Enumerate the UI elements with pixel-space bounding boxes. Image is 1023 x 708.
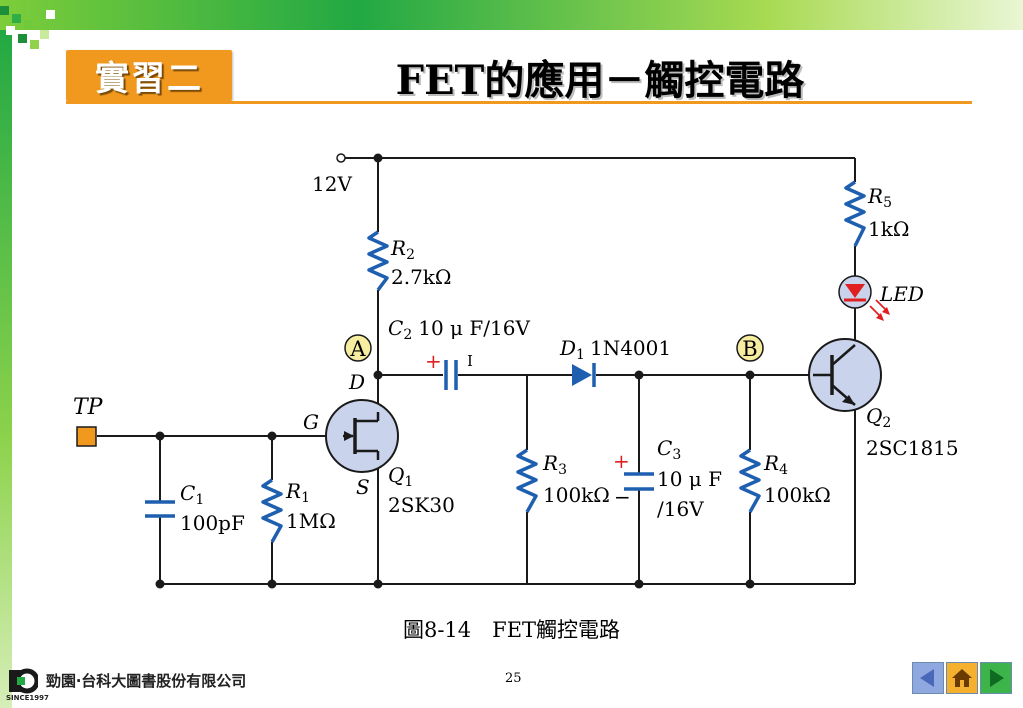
c1-value: 100pF: [180, 511, 245, 535]
resistor-r4: [739, 448, 761, 513]
fet-q1: [325, 399, 399, 473]
page-title: FET的應用－觸控電路: [395, 57, 805, 104]
supply-label: 12V: [312, 172, 352, 196]
q1-label: Q1: [388, 463, 413, 490]
home-icon: [952, 669, 972, 687]
r1-value: 1MΩ: [286, 509, 336, 533]
q2-label: Q2: [866, 404, 891, 431]
c3-plus: +: [613, 449, 630, 473]
bjt-q2: [808, 338, 882, 412]
c3-value2: /16V: [657, 497, 704, 521]
source-label: S: [356, 475, 370, 499]
capacitor-c3: [624, 472, 654, 491]
led-label: LED: [879, 282, 924, 306]
r3-label: R3: [542, 451, 567, 478]
tp-label: TP: [73, 395, 104, 420]
r5-value: 1kΩ: [868, 217, 909, 241]
resistor-r3: [516, 448, 538, 513]
arrow-right-icon: [990, 669, 1004, 687]
c3-label: C3: [657, 436, 681, 463]
prev-slide-button[interactable]: [912, 662, 944, 694]
supply-terminal: [336, 153, 346, 163]
c2-minus: I: [467, 352, 473, 370]
q2-part: 2SC1815: [866, 436, 959, 460]
diode-d1: [572, 363, 596, 387]
resistor-r2: [367, 230, 389, 292]
c3-value1: 10 μ F: [657, 467, 722, 491]
figure-caption: 圖8-14 FET觸控電路: [402, 618, 621, 642]
publisher-since: SINCE1997: [6, 694, 49, 702]
r2-label: R2: [390, 236, 415, 263]
r1-label: R1: [285, 479, 310, 506]
page-number: 25: [505, 671, 522, 686]
resistor-r1: [261, 478, 283, 543]
publisher-name: 勁園‧台科大圖書股份有限公司: [46, 672, 247, 690]
title-underline: [66, 101, 972, 104]
wires: [97, 157, 856, 585]
home-button[interactable]: [946, 662, 978, 694]
c3-minus: −: [614, 485, 631, 509]
next-slide-button[interactable]: [980, 662, 1012, 694]
svg-text:B: B: [742, 337, 757, 361]
junction-dots: [155, 153, 755, 589]
led: [838, 275, 890, 321]
touch-plate-tp: [76, 426, 97, 447]
node-b-marker: B: [736, 334, 764, 362]
gate-label: G: [303, 410, 319, 434]
node-a-marker: A: [344, 334, 372, 362]
drain-label: D: [348, 370, 365, 394]
c2-plus: +: [425, 349, 442, 373]
left-gradient-bar: [0, 30, 12, 708]
section-tag: 實習二: [66, 50, 232, 101]
r5-label: R5: [867, 184, 892, 211]
resistor-r5: [844, 180, 866, 247]
q1-part: 2SK30: [388, 493, 455, 517]
r2-value: 2.7kΩ: [391, 265, 452, 289]
top-gradient-bar: [0, 0, 1023, 30]
r4-value: 100kΩ: [764, 483, 831, 507]
arrow-left-icon: [920, 669, 934, 687]
capacitor-c2: [444, 360, 458, 390]
svg-text:A: A: [349, 337, 366, 361]
publisher-logo-icon: [9, 668, 38, 694]
r3-value: 100kΩ: [543, 483, 610, 507]
c1-label: C1: [180, 481, 204, 508]
r4-label: R4: [763, 451, 788, 478]
capacitor-c1: [145, 500, 175, 518]
